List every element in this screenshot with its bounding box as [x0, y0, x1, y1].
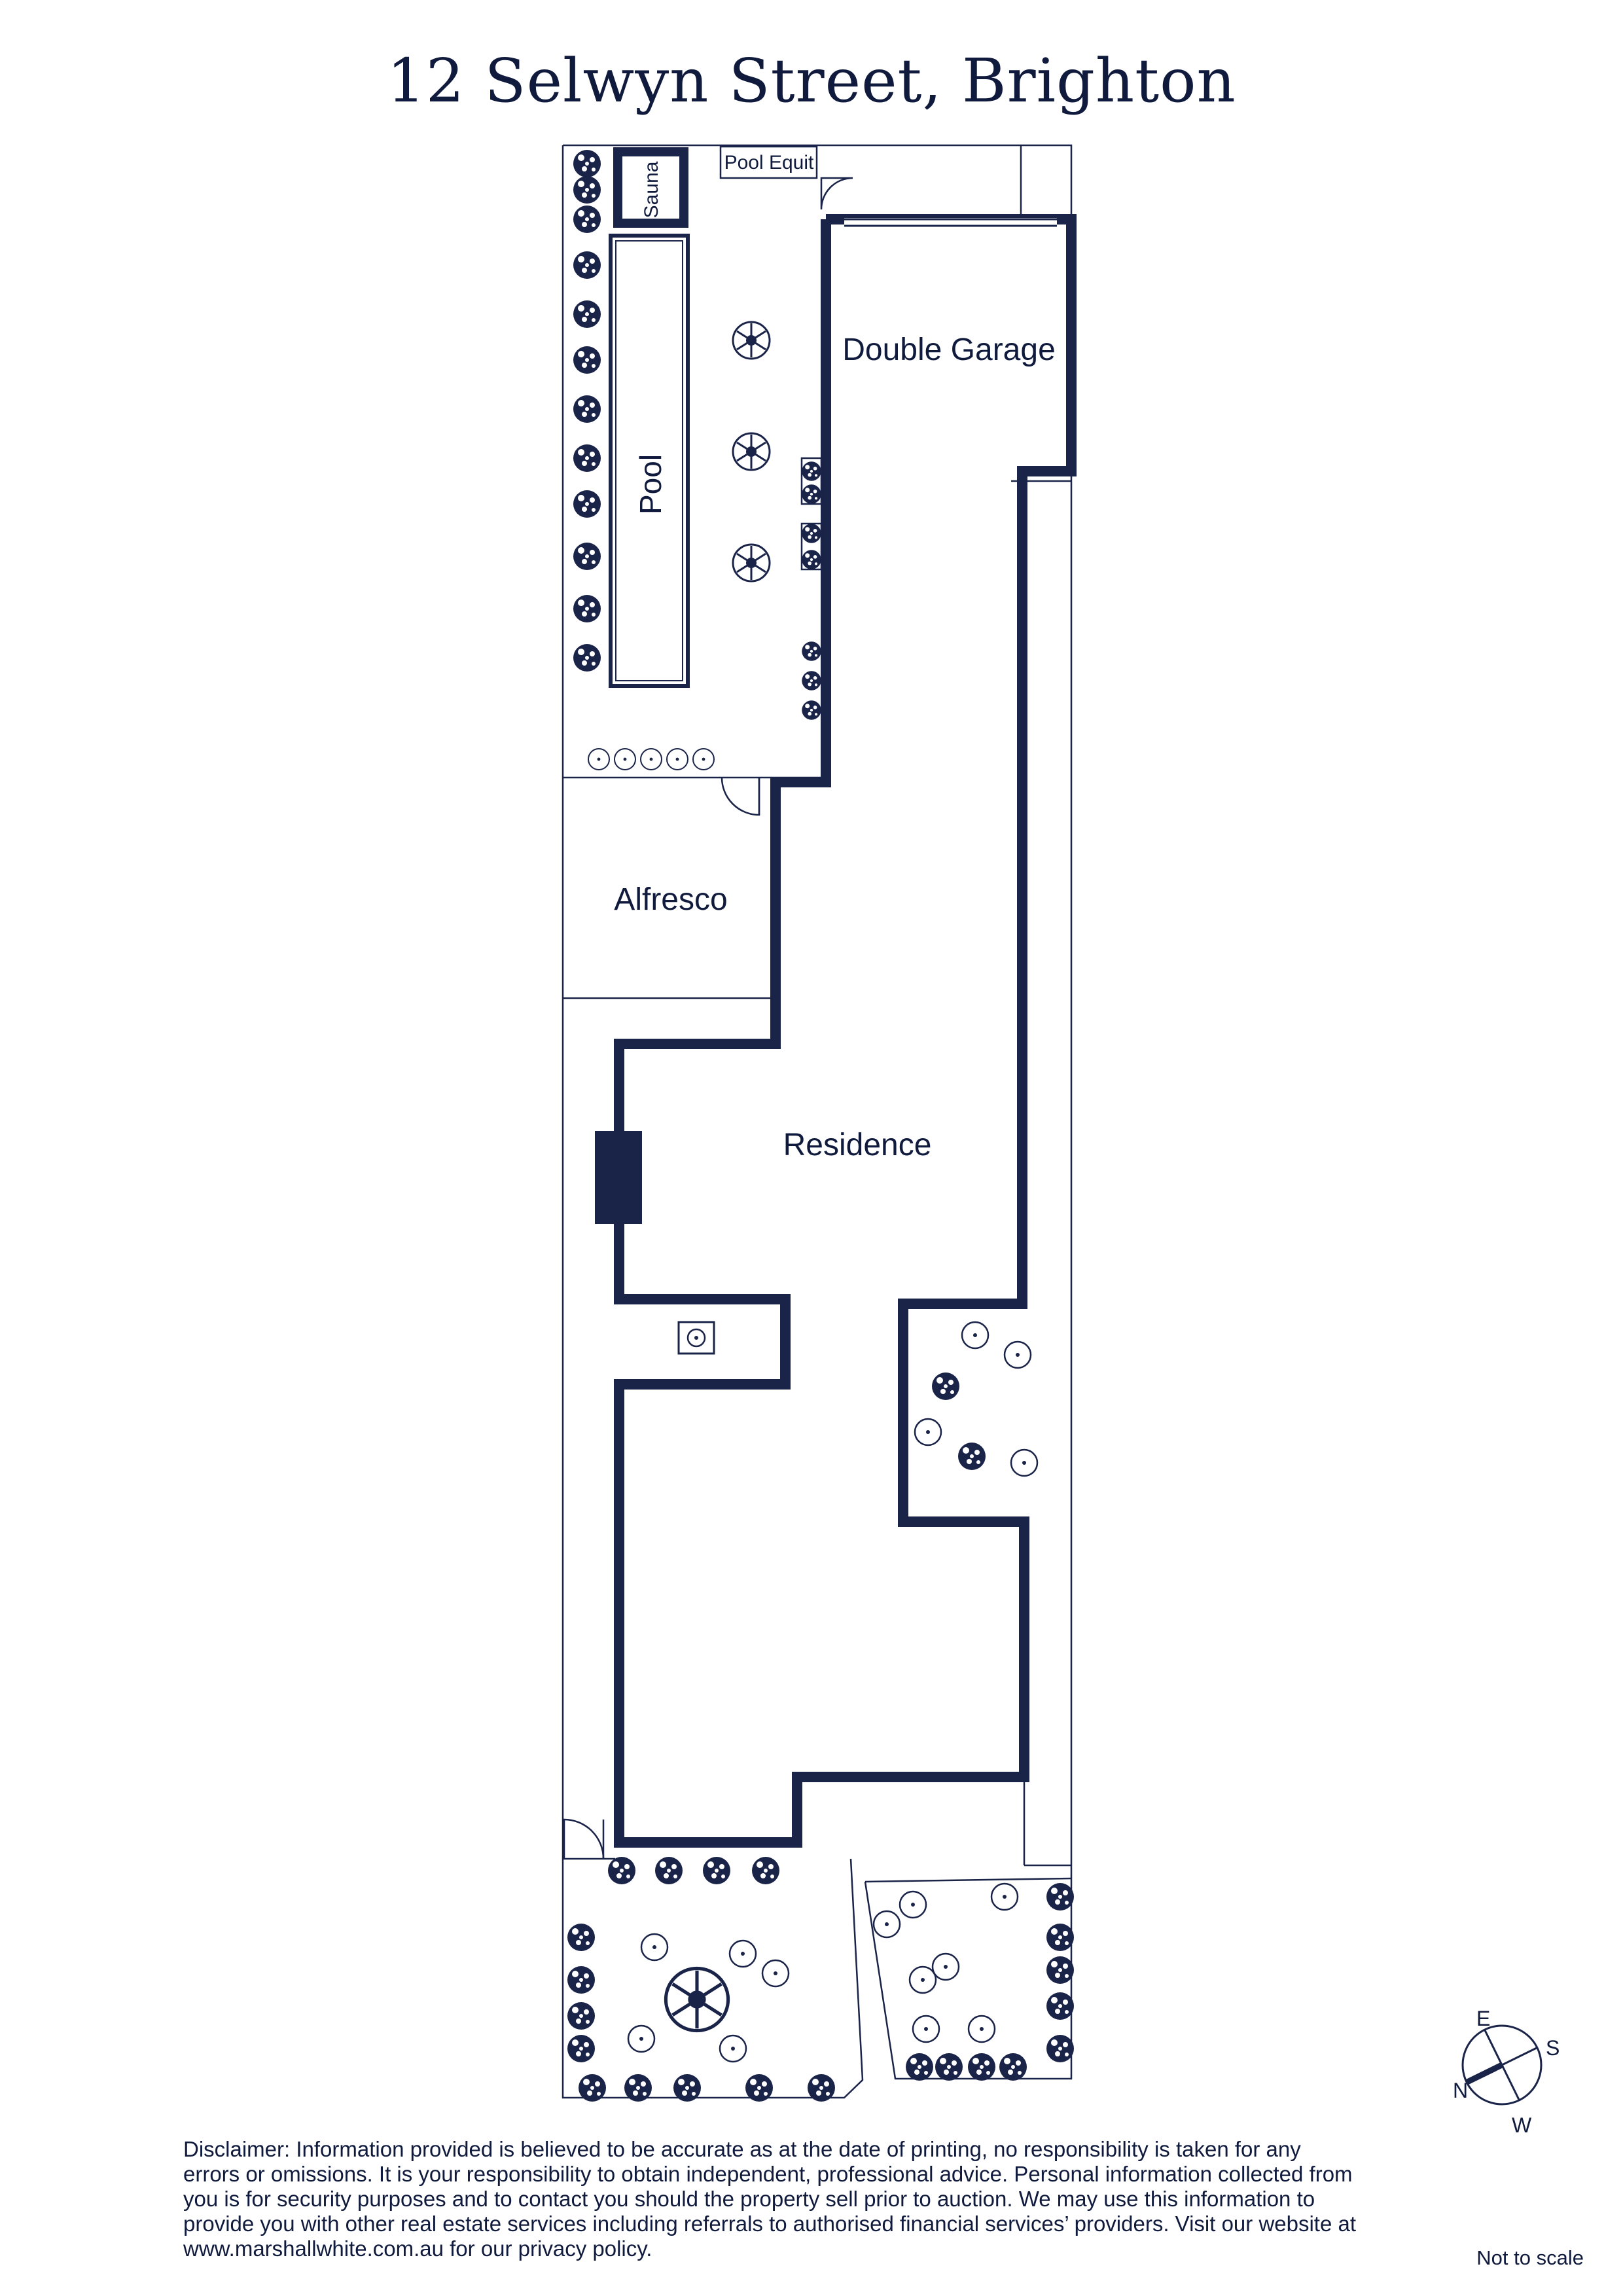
- ring-shrub-row: [587, 747, 715, 771]
- hedge-row: [573, 150, 601, 672]
- front-garden-right: [872, 1882, 1074, 2081]
- page-title: 12 Selwyn Street, Brighton: [387, 46, 1236, 116]
- compass-w: W: [1512, 2113, 1532, 2137]
- tree-icon: [732, 543, 771, 583]
- compass-icon: N E S W: [1453, 2007, 1560, 2137]
- burner-icon: [687, 1328, 706, 1348]
- front-garden-left: [567, 1857, 835, 2102]
- sauna-room: [613, 147, 688, 228]
- pool-label: Pool: [633, 454, 668, 514]
- planter-icon: [800, 457, 823, 571]
- stove-icon: [677, 1321, 715, 1355]
- garage-door: [844, 218, 1057, 227]
- compass-s: S: [1546, 2036, 1560, 2060]
- compass-n: N: [1453, 2079, 1468, 2102]
- tree-icon: [732, 432, 771, 471]
- fireplace: [595, 1131, 642, 1224]
- site-boundary: [562, 144, 1073, 2099]
- compass-e: E: [1476, 2007, 1490, 2030]
- pool: [609, 234, 690, 688]
- residence-wall: [614, 214, 1077, 1848]
- scale-note: Not to scale: [1476, 2246, 1584, 2269]
- alfresco-label: Alfresco: [614, 882, 727, 917]
- pool-equipment-label: Pool Equit: [724, 152, 814, 173]
- sauna-label: Sauna: [641, 161, 662, 218]
- shrub-group: [802, 461, 821, 720]
- disclaimer-text: Disclaimer: Information provided is beli…: [183, 2137, 1357, 2261]
- garage-label: Double Garage: [842, 332, 1056, 367]
- residence-label: Residence: [783, 1128, 932, 1162]
- door-swing-icon: [563, 177, 853, 1859]
- courtyard-plants: [914, 1321, 1039, 1477]
- tree-icon: [732, 321, 771, 360]
- pool-equipment-box: [719, 145, 818, 179]
